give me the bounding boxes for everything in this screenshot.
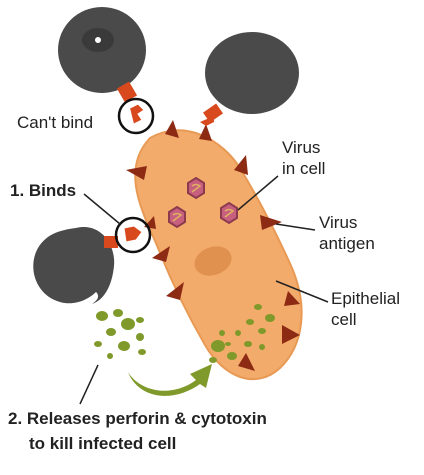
antigen-spike [234, 155, 248, 175]
cant-bind-label: Can't bind [17, 113, 93, 132]
cant-bind-highlight [117, 97, 155, 135]
t-cell-body [205, 32, 299, 114]
antigen-spike [282, 325, 300, 344]
t-cell-bottom-left [33, 226, 118, 304]
perforin-granules [94, 309, 237, 363]
virus-in-cell-label-line2: in cell [282, 159, 325, 178]
antigen-spike [238, 353, 255, 371]
releases-label-line2: to kill infected cell [29, 434, 176, 453]
antigen-spike [165, 120, 179, 138]
antigen-spike [152, 246, 170, 262]
virus-antigen-label-line2: antigen [319, 234, 375, 253]
epithelial-label-line2: cell [331, 310, 357, 329]
releases-label-line1: 2. Releases perforin & cytotoxin [8, 409, 267, 428]
receptor [116, 81, 138, 103]
virus-icon [220, 201, 238, 225]
antigen-spike [126, 166, 147, 180]
binds-highlight [114, 216, 152, 254]
t-cell-top-left [58, 7, 146, 103]
release-arrow [128, 364, 212, 396]
antigen-spike [166, 282, 184, 300]
epithelial-label-line1: Epithelial [331, 289, 400, 308]
binds-label: 1. Binds [10, 181, 76, 200]
virus-antigen-label-line1: Virus [319, 213, 357, 232]
t-cell-body [33, 226, 115, 304]
virus-icon [187, 176, 205, 200]
t-cell-top-right [200, 32, 299, 126]
granules-at-cell [225, 304, 275, 350]
antigen-spike [199, 124, 212, 141]
epithelial-pointer-line [275, 280, 329, 303]
virus-in-cell-pointer-line [237, 175, 279, 211]
releases-pointer-line [79, 364, 99, 405]
binds-pointer-line [83, 193, 121, 225]
virus-antigen-pointer-line [275, 223, 316, 231]
virus-antigen-spikes [126, 120, 300, 371]
receptor [104, 236, 118, 248]
virus-icon [168, 205, 186, 229]
antigen-spike [284, 291, 300, 306]
virus-in-cell-label-line1: Virus [282, 138, 320, 157]
receptor [203, 103, 223, 123]
virus-particles [168, 176, 238, 229]
epithelial-nucleus [194, 246, 232, 276]
antigen-spike [260, 215, 282, 230]
